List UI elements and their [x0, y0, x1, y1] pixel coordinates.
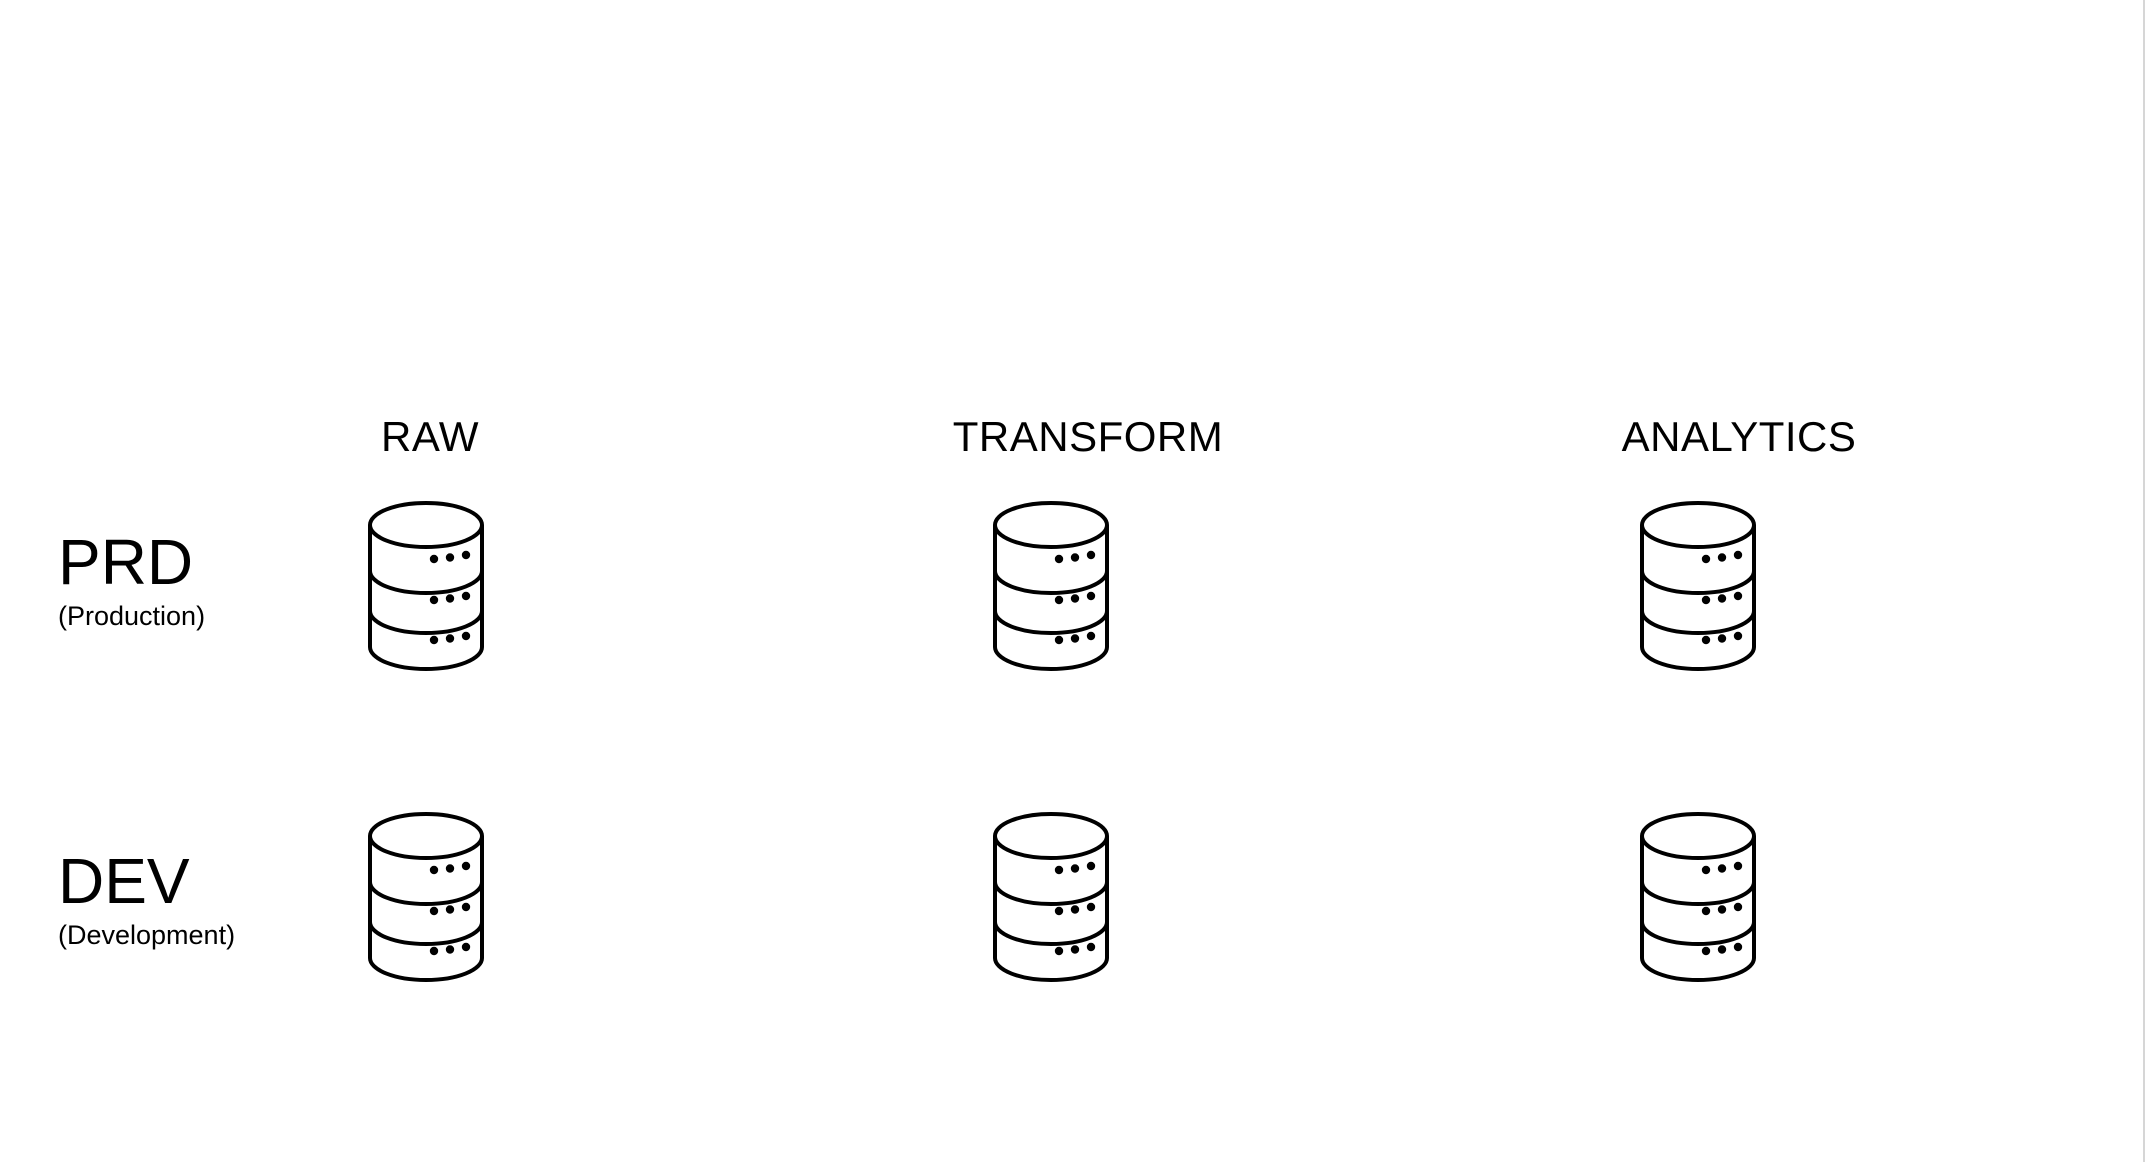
page-edge-divider	[2143, 0, 2145, 1162]
row-code-dev: DEV	[58, 845, 190, 917]
database-glyph	[993, 501, 1109, 671]
database-glyph	[1640, 812, 1756, 982]
column-header-transform: TRANSFORM	[952, 413, 1224, 460]
database-icon	[991, 501, 1111, 673]
row-description-prd: (Production)	[58, 601, 206, 631]
row-code-prd: PRD	[58, 526, 194, 598]
database-icon	[1638, 812, 1758, 984]
database-icon	[366, 812, 486, 984]
database-icon	[366, 501, 486, 673]
database-glyph	[368, 812, 484, 982]
column-header-raw: RAW	[381, 413, 479, 460]
database-glyph	[993, 812, 1109, 982]
column-header-analytics: ANALYTICS	[1621, 413, 1857, 460]
database-icon	[991, 812, 1111, 984]
database-icon	[1638, 501, 1758, 673]
database-glyph	[1640, 501, 1756, 671]
row-description-dev: (Development)	[58, 920, 236, 950]
row-label-dev: DEV (Development)	[58, 846, 235, 952]
row-label-prd: PRD (Production)	[58, 527, 205, 633]
database-glyph	[368, 501, 484, 671]
